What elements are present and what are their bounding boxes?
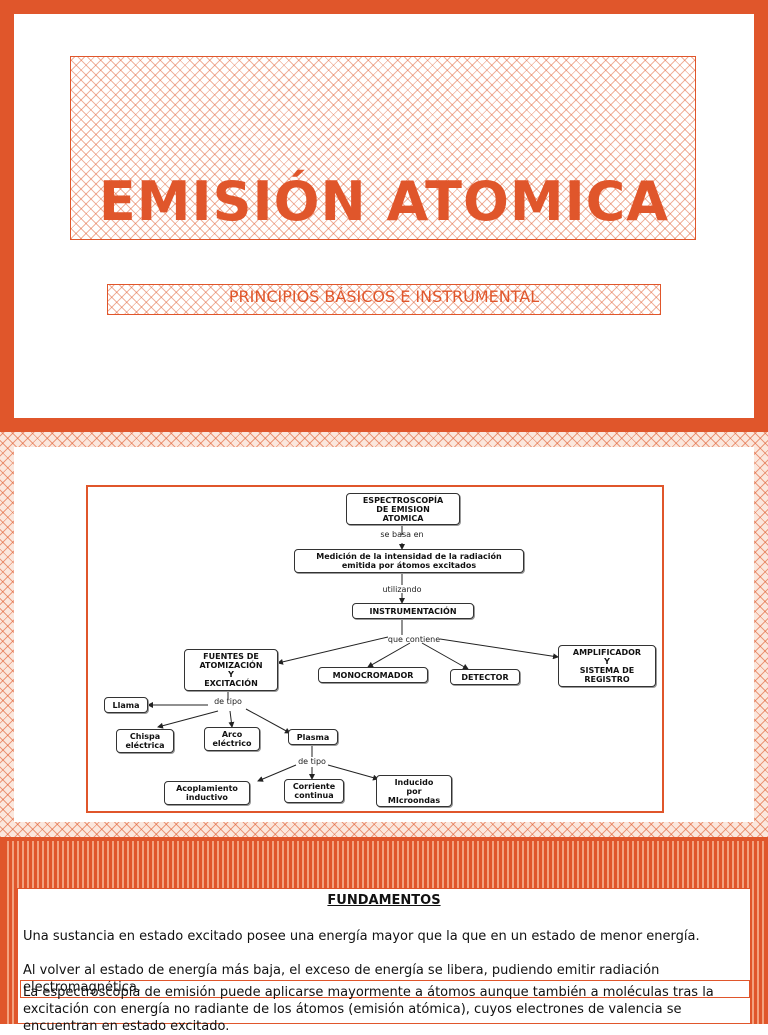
node-monocromador: MONOCROMADOR: [318, 667, 428, 683]
node-arco: Arco eléctrico: [204, 727, 260, 751]
fundamentos-panel: [17, 888, 751, 1024]
fundamentos-paragraph-1: Una sustancia en estado excitado posee u…: [23, 929, 700, 944]
link-de-tipo-plasma: de tipo: [298, 757, 326, 766]
link-que-contiene: que contiene: [387, 635, 441, 644]
node-amplificador: AMPLIFICADOR Y SISTEMA DE REGISTRO: [558, 645, 656, 687]
title-box: [70, 56, 696, 240]
node-llama: Llama: [104, 697, 148, 713]
node-medicion: Medición de la intensidad de la radiació…: [294, 549, 524, 573]
node-corriente: Corriente continua: [284, 779, 344, 803]
node-instrumentacion: INSTRUMENTACIÓN: [352, 603, 474, 619]
concept-map: ESPECTROSCOPÍA DE EMISION ATOMICA se bas…: [86, 485, 664, 813]
fundamentos-highlight-box: [20, 980, 750, 998]
slide-title: EMISIÓN ATOMICA: [98, 170, 670, 233]
link-de-tipo-fuentes: de tipo: [214, 697, 242, 706]
link-utilizando: utilizando: [382, 585, 422, 594]
node-inducido: Inducido por MIcroondas: [376, 775, 452, 807]
fundamentos-paragraph-1b: Al volver al estado de energía más baja,…: [23, 963, 660, 995]
concept-map-connectors: [147, 525, 559, 782]
node-detector: DETECTOR: [450, 669, 520, 685]
link-se-basa-en: se basa en: [380, 530, 424, 539]
node-espectroscopia: ESPECTROSCOPÍA DE EMISION ATOMICA: [346, 493, 460, 525]
node-fuentes: FUENTES DE ATOMIZACIÓN Y EXCITACIÓN: [184, 649, 278, 691]
node-chispa: Chispa eléctrica: [116, 729, 174, 753]
node-acoplamiento: Acoplamiento inductivo: [164, 781, 250, 805]
slide-subtitle: PRINCIPIOS BÁSICOS E INSTRUMENTAL: [228, 287, 540, 306]
fundamentos-heading: FUNDAMENTOS: [327, 893, 441, 908]
subtitle-box: [107, 284, 661, 315]
fundamentos-paragraph-2: La espectroscopía de emisión puede aplic…: [23, 985, 714, 1034]
node-plasma: Plasma: [288, 729, 338, 745]
